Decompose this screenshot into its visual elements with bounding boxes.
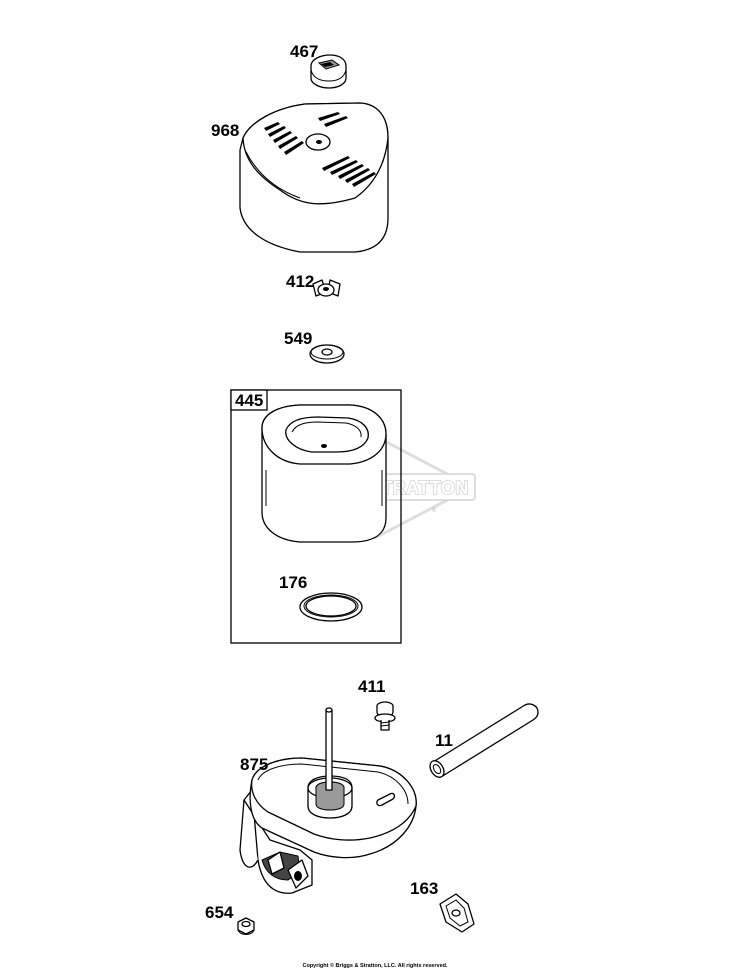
- filter-kit-label-box: [230, 389, 268, 411]
- label-412: 412: [286, 272, 314, 291]
- part-412-wing-nut[interactable]: [312, 279, 341, 297]
- part-654-nut[interactable]: [237, 917, 255, 935]
- copyright-notice: Copyright © Briggs & Stratton, LLC. All …: [302, 962, 448, 969]
- label-176: 176: [279, 573, 307, 592]
- label-11: 11: [435, 731, 453, 750]
- part-549-seal-washer[interactable]: [309, 344, 345, 364]
- part-411-screw[interactable]: [374, 701, 396, 731]
- part-176-filter-seal-ring[interactable]: [299, 592, 363, 622]
- label-467: 467: [290, 42, 318, 61]
- watermark-registered-mark: ®: [432, 507, 437, 514]
- label-549: 549: [284, 329, 312, 348]
- label-445: 445: [235, 391, 263, 410]
- cover-vent-slots: [264, 112, 376, 187]
- label-163: 163: [410, 879, 438, 898]
- label-411: 411: [358, 677, 385, 696]
- part-163-gasket[interactable]: [439, 893, 475, 933]
- part-467-knob[interactable]: [310, 54, 347, 89]
- part-11-breather-tube[interactable]: [427, 703, 539, 780]
- label-875: 875: [240, 755, 268, 774]
- label-654: 654: [205, 903, 234, 922]
- part-968-air-cleaner-cover[interactable]: [239, 102, 389, 253]
- part-875-air-cleaner-base[interactable]: [239, 707, 417, 894]
- part-445-air-filter-group[interactable]: [230, 389, 402, 644]
- filter-kit-box: [230, 389, 402, 644]
- label-968: 968: [211, 121, 239, 140]
